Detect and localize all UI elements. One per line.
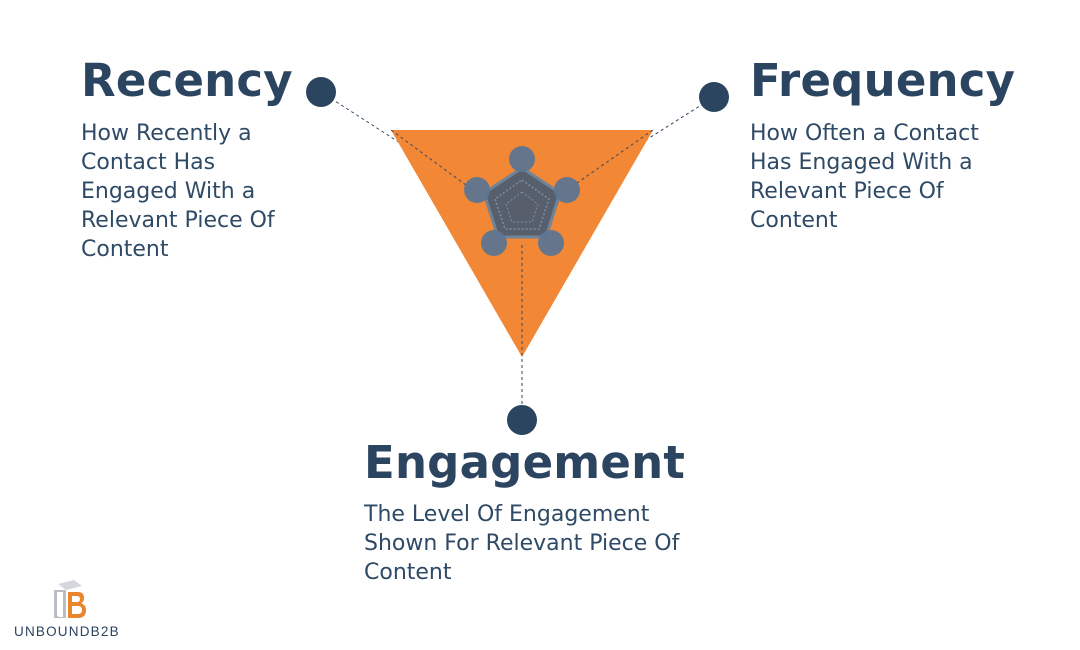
frequency-description-line: Relevant Piece Of — [750, 179, 944, 204]
pentagon-outer — [482, 166, 562, 239]
recency-block: Recency How Recently a Contact Has Engag… — [81, 58, 321, 264]
pentagon-vertex-top — [509, 146, 535, 172]
frequency-description: How Often a Contact Has Engaged With a R… — [750, 119, 1050, 235]
recency-description-line: Content — [81, 237, 169, 262]
frequency-dot — [699, 82, 729, 112]
logo-text: UNBOUNDB2B — [14, 624, 120, 639]
orange-triangle — [391, 130, 653, 357]
pentagon-emblem — [464, 146, 580, 256]
unboundb2b-logo: UNBOUNDB2B — [14, 580, 134, 644]
frequency-description-line: Content — [750, 208, 838, 233]
recency-description-line: Engaged With a — [81, 179, 256, 204]
logo-mark-icon — [54, 580, 86, 618]
frequency-title: Frequency — [750, 54, 1016, 107]
recency-dot — [306, 77, 336, 107]
recency-description-line: How Recently a — [81, 121, 252, 146]
frequency-block: Frequency How Often a Contact Has Engage… — [750, 58, 1050, 235]
frequency-description-line: How Often a Contact — [750, 121, 979, 146]
frequency-description-line: Has Engaged With a — [750, 150, 973, 175]
engagement-dot — [507, 405, 537, 435]
pentagon-vertex-left — [464, 177, 490, 203]
inner-connector-recency — [390, 129, 471, 189]
pentagon-mid — [494, 179, 550, 230]
pentagon-inner — [505, 191, 539, 223]
engagement-title: Engagement — [364, 436, 686, 489]
recency-title: Recency — [81, 54, 293, 107]
engagement-description-line: The Level Of Engagement — [364, 502, 650, 527]
pentagon-vertex-bottom-left — [481, 230, 507, 256]
engagement-description-line: Shown For Relevant Piece Of — [364, 531, 680, 556]
recency-description-line: Contact Has — [81, 150, 216, 175]
recency-description: How Recently a Contact Has Engaged With … — [81, 119, 321, 264]
recency-description-line: Relevant Piece Of — [81, 208, 275, 233]
engagement-description-line: Content — [364, 560, 452, 585]
engagement-block: Engagement The Level Of Engagement Shown… — [364, 440, 724, 587]
pentagon-vertex-right — [554, 177, 580, 203]
engagement-description: The Level Of Engagement Shown For Releva… — [364, 500, 724, 587]
pentagon-vertex-bottom-right — [538, 230, 564, 256]
